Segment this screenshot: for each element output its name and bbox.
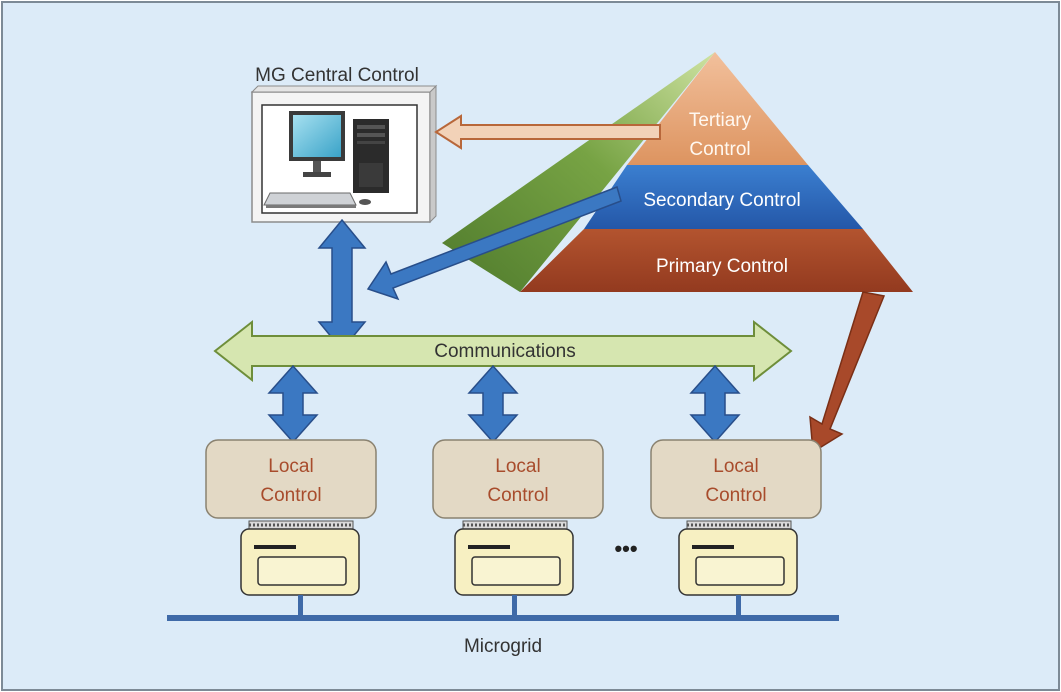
secondary-label: Secondary Control: [643, 190, 800, 211]
microgrid-bus: [167, 595, 839, 621]
computer-icon: [250, 84, 438, 224]
primary-to-local-arrow: [809, 291, 886, 454]
local-control-label-line2: Control: [487, 485, 548, 506]
primary-label: Primary Control: [656, 256, 788, 277]
tertiary-tier: [627, 52, 808, 165]
local-control-label-line1: Local: [713, 456, 758, 477]
central-control-title: MG Central Control: [255, 65, 419, 86]
secondary-tier: [584, 165, 863, 229]
device-icon-3: [678, 520, 798, 596]
communications-label: Communications: [434, 341, 576, 362]
tertiary-label-line1: Tertiary: [689, 110, 752, 131]
primary-tier: [520, 229, 913, 292]
microgrid-label: Microgrid: [464, 636, 542, 657]
tertiary-label-line2: Control: [689, 139, 750, 160]
local-control-label-line1: Local: [495, 456, 540, 477]
tertiary-to-central-arrow: [434, 114, 661, 150]
local-control-label-line2: Control: [260, 485, 321, 506]
local-control-box-1: Local Control: [205, 439, 377, 519]
communications-bar: [213, 319, 793, 383]
device-icon-1: [240, 520, 360, 596]
secondary-to-comm-arrow: [366, 186, 622, 301]
device-icon-2: [454, 520, 574, 596]
local-control-box-2: Local Control: [432, 439, 604, 519]
local-control-label-line2: Control: [705, 485, 766, 506]
local-control-box-3: Local Control: [650, 439, 822, 519]
ellipsis: •••: [614, 536, 637, 561]
local-control-label-line1: Local: [268, 456, 313, 477]
